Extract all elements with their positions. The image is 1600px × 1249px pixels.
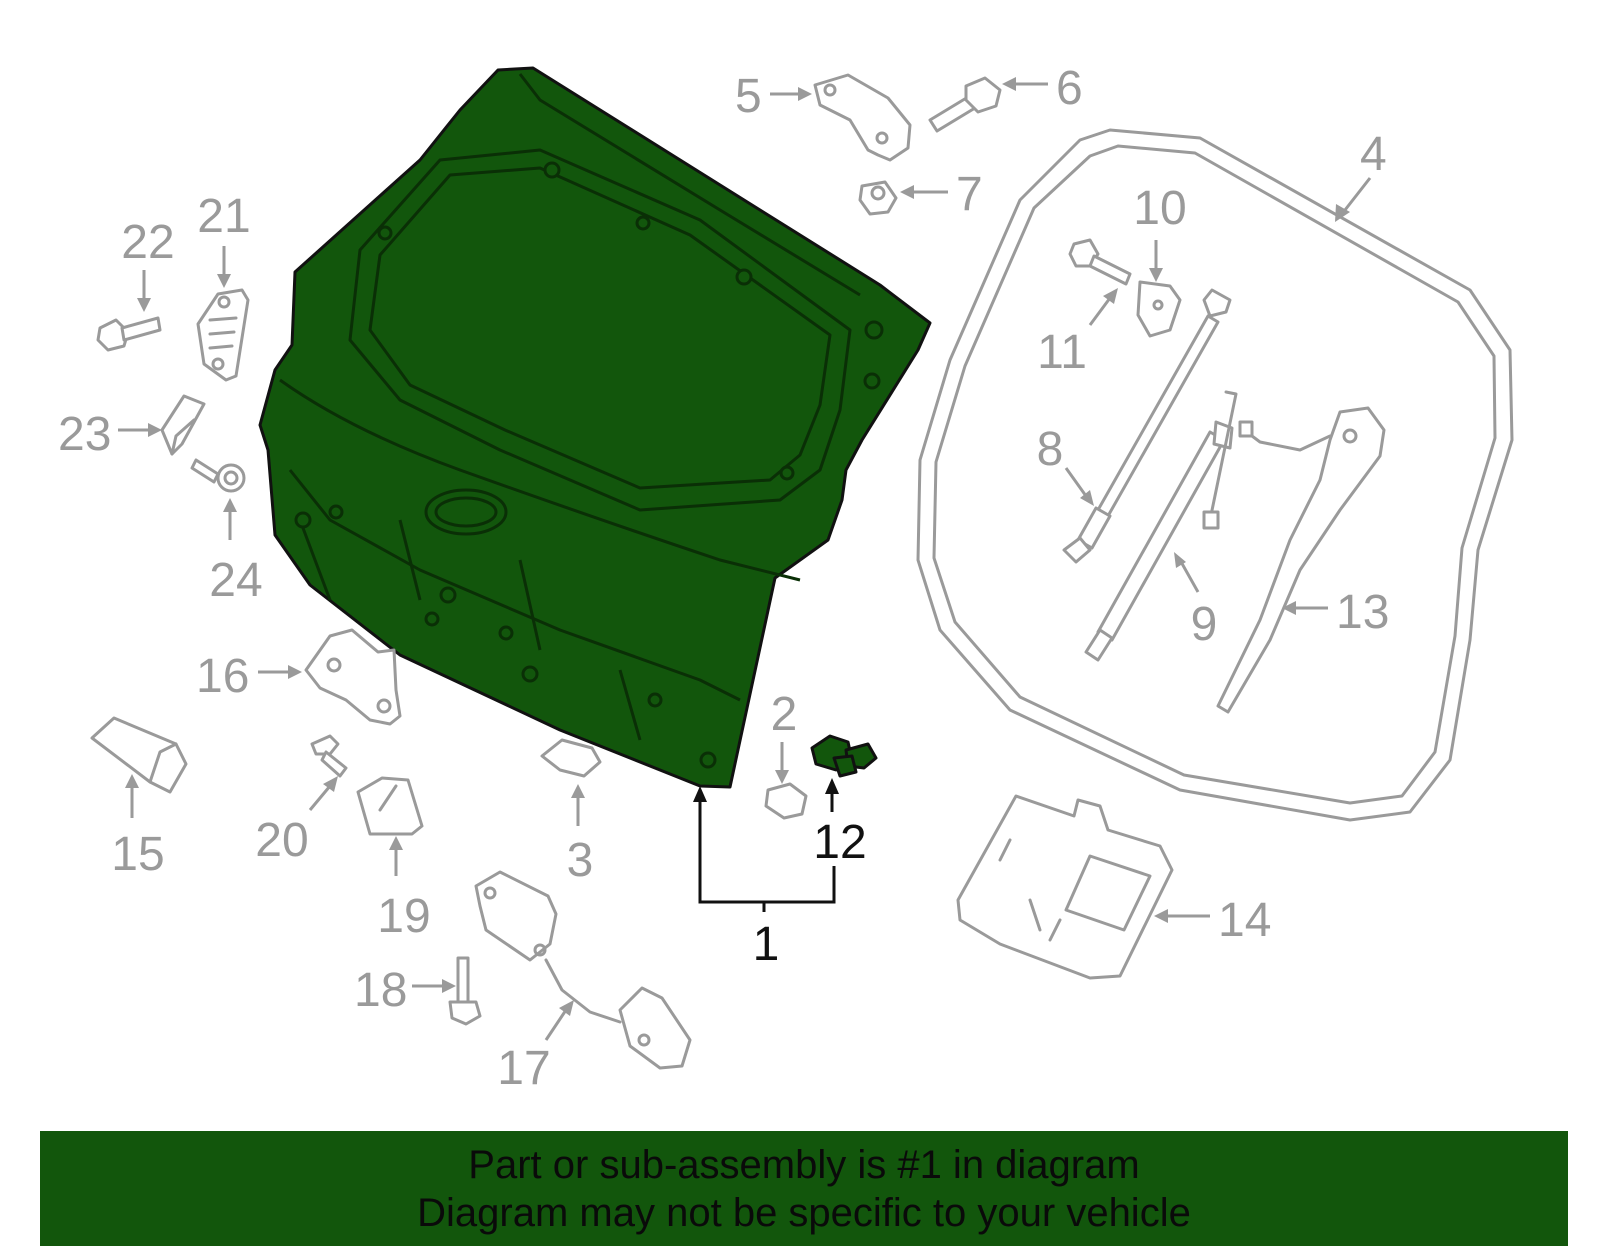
callout-17: 17 bbox=[497, 1000, 574, 1095]
callout-4: 4 bbox=[1335, 128, 1387, 222]
callout-label-7: 7 bbox=[956, 168, 983, 221]
callout-label-6: 6 bbox=[1056, 62, 1083, 115]
callout-8: 8 bbox=[1037, 423, 1094, 506]
callout-label-21: 21 bbox=[197, 190, 250, 243]
callout-2: 2 bbox=[771, 688, 798, 784]
callout-19: 19 bbox=[377, 836, 431, 943]
callout-1: 1 bbox=[693, 786, 836, 971]
screw[interactable] bbox=[190, 458, 246, 493]
callout-12: 12 bbox=[813, 778, 867, 869]
plug[interactable] bbox=[764, 782, 808, 820]
bolt-22[interactable] bbox=[96, 316, 162, 352]
callout-label-3: 3 bbox=[567, 834, 594, 887]
callout-label-24: 24 bbox=[209, 554, 262, 607]
callout-label-18: 18 bbox=[354, 964, 407, 1017]
callout-label-2: 2 bbox=[771, 688, 798, 741]
callout-9: 9 bbox=[1174, 552, 1217, 651]
pad[interactable] bbox=[160, 394, 206, 456]
tailgate-panel[interactable] bbox=[258, 66, 932, 789]
callout-label-1: 1 bbox=[753, 918, 780, 971]
callout-5: 5 bbox=[735, 70, 812, 123]
callout-6: 6 bbox=[1002, 62, 1083, 115]
callout-label-17: 17 bbox=[497, 1042, 550, 1095]
callout-3: 3 bbox=[567, 784, 594, 887]
callout-14: 14 bbox=[1154, 894, 1271, 947]
callout-24: 24 bbox=[209, 498, 263, 607]
banner-line-2: Diagram may not be specific to your vehi… bbox=[417, 1191, 1191, 1235]
cover[interactable] bbox=[356, 776, 424, 836]
wiring-harness[interactable] bbox=[1202, 390, 1386, 714]
callout-10: 10 bbox=[1133, 182, 1187, 282]
actuator-cable[interactable] bbox=[474, 870, 692, 1070]
latch[interactable] bbox=[304, 628, 402, 726]
callout-label-11: 11 bbox=[1037, 326, 1087, 379]
callout-label-10: 10 bbox=[1133, 182, 1186, 235]
callout-15: 15 bbox=[111, 774, 165, 881]
bracket-10[interactable] bbox=[1136, 280, 1182, 338]
callout-21: 21 bbox=[197, 190, 251, 288]
lift-support-left[interactable] bbox=[1062, 288, 1232, 564]
callout-7: 7 bbox=[900, 168, 983, 221]
callout-label-14: 14 bbox=[1218, 894, 1271, 947]
callout-label-5: 5 bbox=[735, 70, 762, 123]
callout-label-4: 4 bbox=[1360, 128, 1387, 181]
clip[interactable] bbox=[310, 734, 348, 778]
insulator[interactable] bbox=[956, 794, 1174, 980]
callout-16: 16 bbox=[196, 650, 302, 703]
hinge-bolt[interactable] bbox=[928, 76, 1002, 133]
striker[interactable] bbox=[196, 288, 250, 382]
callout-label-13: 13 bbox=[1336, 586, 1389, 639]
bolt-11[interactable] bbox=[1068, 238, 1132, 286]
callout-13: 13 bbox=[1282, 586, 1389, 639]
callout-label-23: 23 bbox=[58, 408, 111, 461]
callout-label-8: 8 bbox=[1037, 423, 1064, 476]
callout-22: 22 bbox=[121, 216, 175, 312]
callout-20: 20 bbox=[255, 776, 338, 867]
callout-label-20: 20 bbox=[255, 814, 308, 867]
info-banner: Part or sub-assembly is #1 in diagram Di… bbox=[40, 1131, 1568, 1246]
bumper-stopper[interactable] bbox=[810, 734, 878, 778]
callout-label-19: 19 bbox=[377, 890, 430, 943]
callout-18: 18 bbox=[354, 964, 456, 1017]
hinge[interactable] bbox=[813, 73, 912, 162]
callout-11: 11 bbox=[1037, 288, 1118, 379]
callout-23: 23 bbox=[58, 408, 162, 461]
banner-line-1: Part or sub-assembly is #1 in diagram bbox=[468, 1143, 1140, 1187]
callout-label-16: 16 bbox=[196, 650, 249, 703]
bracket-3[interactable] bbox=[540, 738, 602, 778]
callout-label-22: 22 bbox=[121, 216, 174, 269]
bumper-15[interactable] bbox=[90, 716, 188, 794]
nut[interactable] bbox=[858, 180, 898, 216]
callout-label-15: 15 bbox=[111, 828, 164, 881]
callout-label-12: 12 bbox=[813, 816, 866, 869]
weatherstrip[interactable] bbox=[916, 128, 1514, 822]
bolt-18[interactable] bbox=[448, 956, 482, 1026]
callout-label-9: 9 bbox=[1191, 598, 1218, 651]
